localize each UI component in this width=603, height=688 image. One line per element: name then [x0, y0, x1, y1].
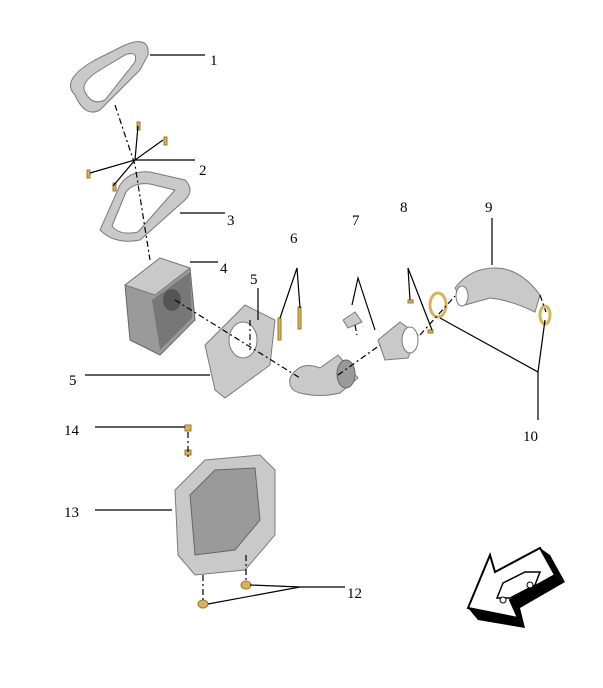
- callout-5-left: 5: [69, 373, 77, 389]
- callout-3: 3: [227, 213, 235, 229]
- part-9-intake-hose[interactable]: [454, 267, 541, 313]
- part-5-adapter-plate[interactable]: [204, 304, 276, 399]
- part-1-filter-gasket[interactable]: [70, 41, 149, 113]
- part-6-intake-elbow[interactable]: [277, 306, 359, 396]
- vehicle-front-arrow-icon: [466, 546, 565, 628]
- part-12-grommets[interactable]: [197, 580, 252, 609]
- assembly-lines: [114, 104, 547, 600]
- part-3-filter-frame[interactable]: [99, 171, 191, 242]
- callout-2: 2: [199, 163, 207, 179]
- callout-12: 12: [347, 586, 362, 602]
- callout-14: 14: [64, 423, 80, 439]
- part-7-clip[interactable]: [342, 311, 363, 329]
- callout-5-top: 5: [250, 272, 258, 288]
- part-4-air-filter[interactable]: [123, 257, 196, 356]
- part-13-lower-housing[interactable]: [174, 454, 276, 576]
- callout-13: 13: [64, 505, 79, 521]
- callout-7: 7: [352, 213, 360, 229]
- callout-8: 8: [400, 200, 408, 216]
- leader-lines: [85, 54, 546, 605]
- callout-9: 9: [485, 200, 493, 216]
- callout-1: 1: [210, 53, 218, 69]
- callout-6: 6: [290, 231, 298, 247]
- callout-10: 10: [523, 429, 538, 445]
- part-8-sleeve[interactable]: [377, 299, 434, 361]
- callout-4: 4: [220, 261, 228, 277]
- part-2-screws[interactable]: [86, 121, 168, 192]
